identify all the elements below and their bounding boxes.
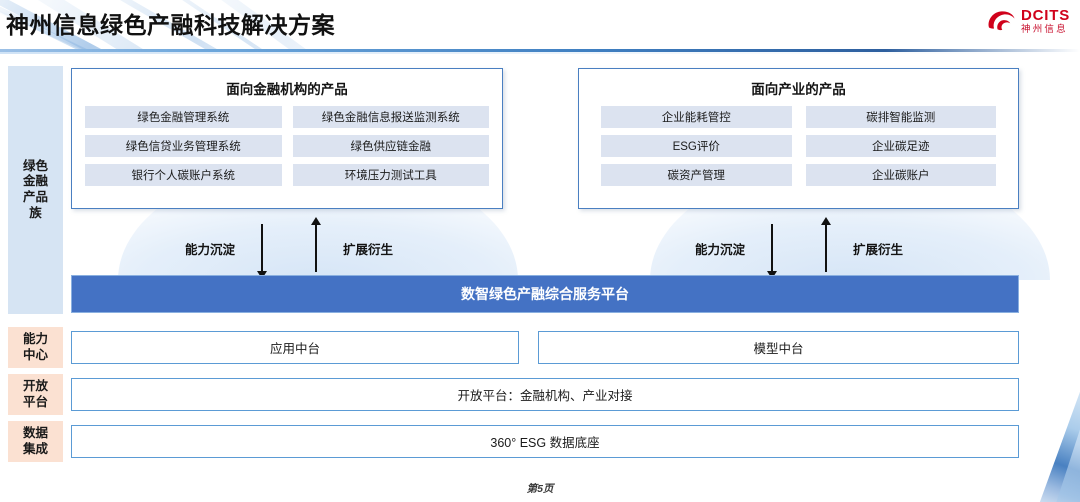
layer-box-label: 360° ESG 数据底座 [490, 436, 600, 450]
dcits-swirl-icon [986, 8, 1016, 34]
product-chip[interactable]: ESG评价 [601, 135, 792, 157]
sidebar-item-open-platform[interactable]: 开放 平台 [8, 374, 63, 415]
arrow-label-capability-precipitation: 能力沉淀 [695, 242, 746, 257]
panel-title: 面向金融机构的产品 [226, 82, 348, 97]
layer-box-model-middle-platform[interactable]: 模型中台 [538, 331, 1019, 364]
product-chip[interactable]: 绿色金融管理系统 [85, 106, 282, 128]
layer-box-open-platform[interactable]: 开放平台：金融机构、产业对接 [71, 378, 1019, 411]
product-chip[interactable]: 绿色信贷业务管理系统 [85, 135, 282, 157]
layer-box-label: 开放平台：金融机构、产业对接 [457, 389, 633, 403]
product-chip[interactable]: 绿色供应链金融 [292, 135, 489, 157]
product-chip[interactable]: 环境压力测试工具 [292, 164, 489, 186]
platform-bar-label: 数智绿色产融综合服务平台 [461, 286, 629, 302]
slide-header: 神州信息绿色产融科技解决方案 DCITS 神州信息 [0, 0, 1080, 49]
layer-box-label: 应用中台 [269, 342, 320, 356]
arrow-label-expansion-derivation: 扩展衍生 [853, 242, 904, 257]
panel-title: 面向产业的产品 [751, 82, 846, 97]
header-divider-soft [0, 52, 1080, 54]
platform-bar[interactable]: 数智绿色产融综合服务平台 [71, 275, 1019, 313]
logo-english-text: DCITS [1021, 7, 1070, 24]
product-chip[interactable]: 碳排智能监测 [805, 106, 996, 128]
sidebar-item-label: 开放 平台 [22, 378, 48, 409]
arrow-group-left: 能力沉淀 扩展衍生 [185, 217, 394, 279]
layer-box-data-base[interactable]: 360° ESG 数据底座 [71, 425, 1019, 458]
layer-box-label: 模型中台 [753, 342, 804, 356]
arrow-label-expansion-derivation: 扩展衍生 [343, 242, 394, 257]
sidebar-item-data-integration[interactable]: 数据 集成 [8, 421, 63, 462]
page-title: 神州信息绿色产融科技解决方案 [6, 12, 335, 38]
sidebar-item-label: 数据 集成 [22, 425, 48, 456]
layer-box-app-middle-platform[interactable]: 应用中台 [71, 331, 519, 364]
corner-ribbon-decoration [1036, 286, 1080, 502]
up-arrow-icon [311, 217, 322, 272]
product-chip-grid: 企业能耗管控 碳排智能监测 ESG评价 企业碳足迹 碳资产管理 企业碳账户 [579, 106, 1018, 186]
product-panel-financial-institutions: 面向金融机构的产品 绿色金融管理系统 绿色金融信息报送监测系统 绿色信贷业务管理… [71, 68, 503, 209]
product-chip[interactable]: 企业碳账户 [805, 164, 996, 186]
down-arrow-icon [767, 224, 778, 279]
arrow-group-right: 能力沉淀 扩展衍生 [695, 217, 904, 279]
page-number-footer: 第5页 [526, 483, 554, 495]
down-arrow-icon [257, 224, 268, 279]
product-chip[interactable]: 银行个人碳账户系统 [85, 164, 282, 186]
product-chip[interactable]: 企业能耗管控 [601, 106, 792, 128]
arrow-label-capability-precipitation: 能力沉淀 [185, 242, 236, 257]
product-chip[interactable]: 绿色金融信息报送监测系统 [292, 106, 489, 128]
up-arrow-icon [821, 217, 832, 272]
logo-chinese-text: 神州信息 [1021, 24, 1068, 35]
sidebar-item-label: 能力 中心 [22, 331, 48, 362]
sidebar-item-green-finance-products[interactable]: 绿色 金融 产品 族 [8, 66, 63, 314]
sidebar-item-label: 绿色 金融 产品 族 [22, 158, 48, 220]
product-chip[interactable]: 企业碳足迹 [805, 135, 996, 157]
product-chip-grid: 绿色金融管理系统 绿色金融信息报送监测系统 绿色信贷业务管理系统 绿色供应链金融… [72, 106, 502, 186]
header-divider [0, 49, 1080, 52]
sidebar-item-ability-center[interactable]: 能力 中心 [8, 327, 63, 368]
product-panel-industry: 面向产业的产品 企业能耗管控 碳排智能监测 ESG评价 企业碳足迹 碳资产管理 … [578, 68, 1019, 209]
product-chip[interactable]: 碳资产管理 [601, 164, 792, 186]
brand-logo: DCITS 神州信息 [986, 8, 1070, 35]
